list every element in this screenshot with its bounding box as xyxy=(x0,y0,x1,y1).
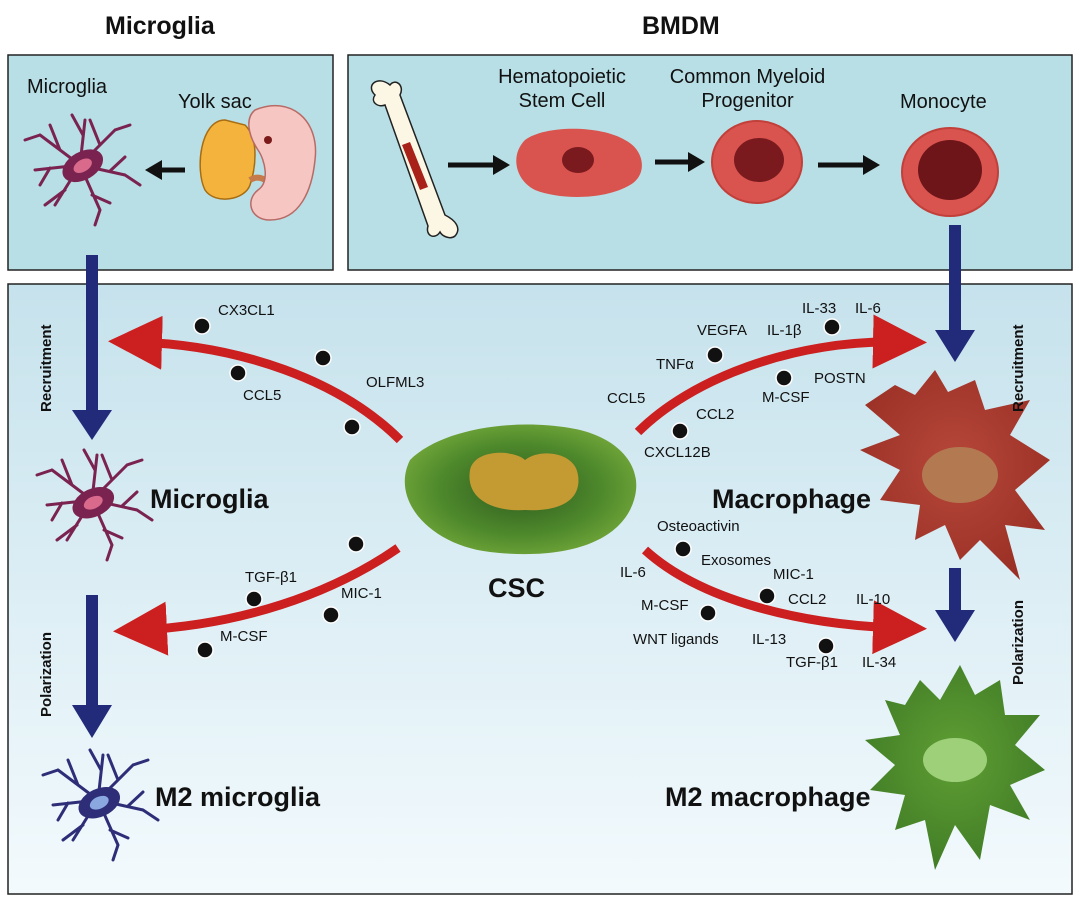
bone-icon xyxy=(370,80,459,239)
csc-label: CSC xyxy=(488,573,546,603)
factor-label: CCL5 xyxy=(607,390,646,407)
macrophage-label: Macrophage xyxy=(712,484,872,514)
factor-label: CCL5 xyxy=(243,387,282,404)
factor-dots xyxy=(193,317,841,659)
factor-label: Exosomes xyxy=(701,552,772,569)
mg-polar-arrow xyxy=(113,544,401,656)
factor-label: IL-6 xyxy=(855,300,881,317)
bmdm-arrow-1 xyxy=(448,155,510,175)
factor-label: TNFα xyxy=(656,356,694,373)
mac-recruit-arrow xyxy=(634,314,927,436)
monocyte-cell xyxy=(901,127,999,217)
mac-recruitment-label: Recruitment xyxy=(1010,324,1027,412)
csc-cell xyxy=(404,424,637,555)
bmdm-arrow-2 xyxy=(655,152,705,172)
hsc-cell xyxy=(516,128,642,197)
factor-label: IL-1β xyxy=(767,322,802,339)
monocyte-label: Monocyte xyxy=(900,91,987,113)
factor-label: POSTN xyxy=(814,370,866,387)
microglia-section-title: Microglia xyxy=(105,12,215,40)
microglia-polarization-arrow xyxy=(72,595,112,738)
factor-label: IL-13 xyxy=(752,631,787,648)
microglia-main-label: Microglia xyxy=(150,484,269,514)
factor-label: CX3CL1 xyxy=(218,302,275,319)
factor-label: M-CSF xyxy=(220,628,268,645)
yolk-sac-arrow xyxy=(145,160,185,180)
mg-polarization-label: Polarization xyxy=(38,631,55,717)
bmdm-arrow-3 xyxy=(818,155,880,175)
m2-macrophage-cell xyxy=(865,665,1045,870)
factor-label: MIC-1 xyxy=(341,585,382,602)
factor-label: M-CSF xyxy=(641,597,689,614)
mac-polar-arrow xyxy=(641,546,927,655)
factor-label: CCL2 xyxy=(696,406,735,423)
microglia-recruitment-arrow xyxy=(72,255,112,440)
factor-label: IL-10 xyxy=(856,591,891,608)
m2-macrophage-label: M2 macrophage xyxy=(665,782,871,812)
yolk-sac-label: Yolk sac xyxy=(178,91,252,113)
mg-recruitment-label: Recruitment xyxy=(38,324,55,412)
m2-microglia-cell xyxy=(41,748,160,862)
factor-label: IL-33 xyxy=(802,300,837,317)
factor-label: Osteoactivin xyxy=(657,518,740,535)
macrophage-cell xyxy=(860,370,1050,580)
macrophage-recruitment-arrow xyxy=(935,225,975,362)
mg-recruit-arrow xyxy=(108,315,404,444)
factor-label: CXCL12B xyxy=(644,444,711,461)
factor-label: CCL2 xyxy=(788,591,827,608)
mac-polarization-label: Polarization xyxy=(1010,599,1027,685)
factor-label: WNT ligands xyxy=(633,631,719,648)
factor-label: IL-6 xyxy=(620,564,646,581)
factor-label: MIC-1 xyxy=(773,566,814,583)
m2-microglia-label: M2 microglia xyxy=(155,782,321,812)
microglia-cell-top xyxy=(23,113,142,227)
factor-label: M-CSF xyxy=(762,389,810,406)
factor-label: IL-34 xyxy=(862,654,897,671)
microglia-cell-main xyxy=(35,448,154,562)
bmdm-section-title: BMDM xyxy=(642,12,720,40)
macrophage-polarization-arrow xyxy=(935,568,975,642)
factor-label: TGF-β1 xyxy=(245,569,297,586)
factor-label: TGF-β1 xyxy=(786,654,838,671)
cmp-cell xyxy=(711,120,803,204)
factor-label: OLFML3 xyxy=(366,374,425,391)
factor-label: VEGFA xyxy=(697,322,748,339)
microglia-origin-label: Microglia xyxy=(27,76,108,98)
yolk-sac-icon xyxy=(199,104,317,221)
